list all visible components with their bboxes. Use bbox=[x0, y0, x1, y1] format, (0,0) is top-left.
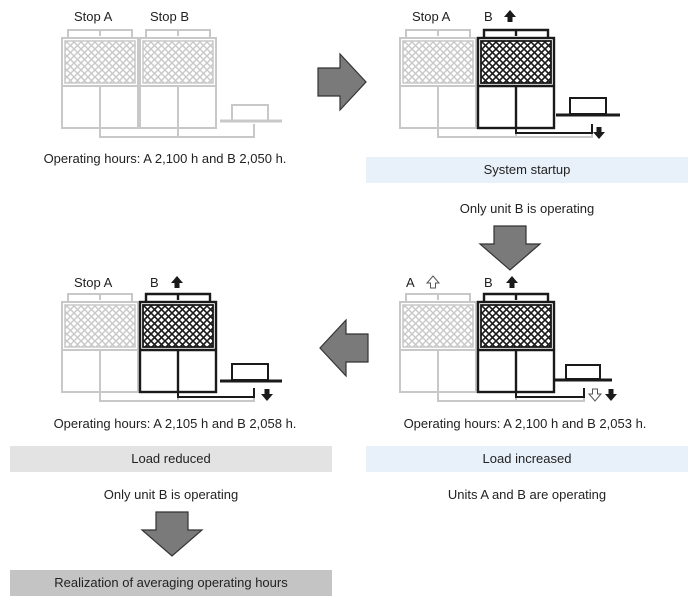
down-arrow-icon bbox=[587, 388, 603, 402]
down-arrow-icon bbox=[261, 389, 273, 401]
down-arrow-icon bbox=[593, 127, 605, 139]
operating-hours-text: Operating hours: A 2,100 h and B 2,050 h… bbox=[43, 151, 287, 166]
unit-b-label: B bbox=[484, 275, 493, 290]
indoor-unit bbox=[220, 104, 282, 123]
unit-a-label: Stop A bbox=[412, 9, 451, 24]
flow-arrow-icon bbox=[478, 225, 542, 271]
stage-band-startup: System startup bbox=[366, 157, 688, 183]
indoor-unit bbox=[556, 97, 620, 117]
indoor-unit bbox=[220, 363, 282, 383]
outdoor-units-diagram bbox=[399, 292, 612, 402]
refrigerant-piping-active bbox=[177, 388, 255, 398]
refrigerant-piping-active bbox=[515, 124, 593, 134]
outdoor-unit-a bbox=[399, 29, 477, 129]
operating-status-text: Units A and B are operating bbox=[447, 487, 607, 502]
unit-b-label: B bbox=[484, 9, 493, 24]
indoor-unit bbox=[554, 364, 612, 382]
flow-arrow-icon bbox=[319, 318, 369, 378]
outdoor-unit-a bbox=[61, 29, 139, 129]
up-arrow-icon bbox=[506, 276, 518, 288]
up-arrow-icon bbox=[171, 276, 183, 288]
operating-hours-text: Operating hours: A 2,100 h and B 2,053 h… bbox=[403, 416, 647, 431]
stage-band-load-reduced: Load reduced bbox=[10, 446, 332, 472]
unit-a-label: Stop A bbox=[74, 275, 113, 290]
refrigerant-piping-active bbox=[515, 388, 585, 398]
unit-b-label: Stop B bbox=[150, 9, 190, 24]
operating-status-text: Only unit B is operating bbox=[103, 487, 239, 502]
down-arrow-icon bbox=[605, 389, 617, 401]
outdoor-unit-a bbox=[61, 293, 139, 393]
operating-status-text: Only unit B is operating bbox=[459, 201, 595, 216]
outdoor-units-diagram bbox=[61, 29, 282, 138]
operating-hours-text: Operating hours: A 2,105 h and B 2,058 h… bbox=[53, 416, 297, 431]
unit-a-label: Stop A bbox=[74, 9, 113, 24]
up-arrow-icon bbox=[425, 275, 441, 289]
outdoor-units-diagram bbox=[399, 28, 620, 138]
outdoor-unit-a bbox=[399, 293, 477, 393]
outdoor-unit-b bbox=[476, 292, 556, 394]
outdoor-unit-b bbox=[138, 292, 218, 394]
unit-a-label: A bbox=[406, 275, 415, 290]
unit-b-label: B bbox=[150, 275, 159, 290]
stage-band-load-increased: Load increased bbox=[366, 446, 688, 472]
flow-arrow-icon bbox=[140, 511, 204, 557]
outdoor-unit-b bbox=[139, 29, 217, 129]
result-band: Realization of averaging operating hours bbox=[10, 570, 332, 596]
flow-arrow-icon bbox=[317, 52, 367, 112]
refrigerant-piping bbox=[99, 124, 255, 138]
outdoor-unit-b bbox=[476, 28, 556, 130]
up-arrow-icon bbox=[504, 10, 516, 22]
outdoor-units-diagram bbox=[61, 292, 282, 402]
